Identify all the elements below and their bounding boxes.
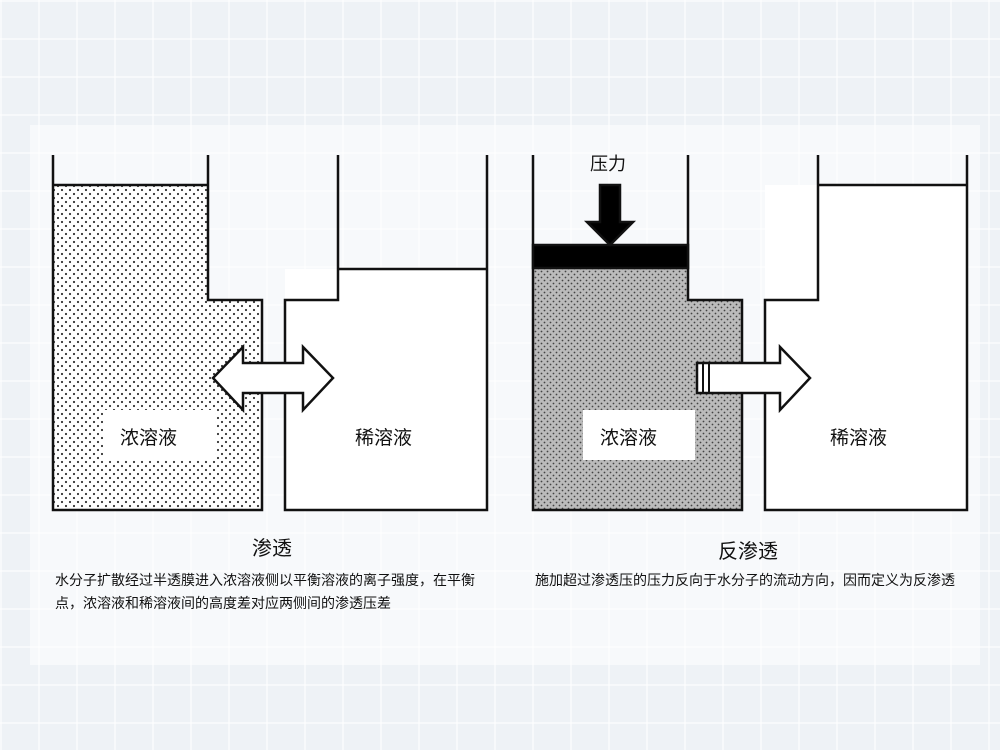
concentrated-label: 浓溶液 <box>120 427 178 449</box>
pressure-label: 压力 <box>590 154 626 175</box>
reverse-osmosis-caption: 施加超过渗透压的压力反向于水分子的流动方向，因而定义为反渗透 <box>535 573 955 589</box>
double-arrow-icon <box>211 343 335 414</box>
osmosis-diagram <box>51 155 489 512</box>
osmosis-caption: 水分子扩散经过半透膜进入浓溶液侧以平衡溶液的离子强度，在平衡点，浓溶液和稀溶液间… <box>55 573 475 612</box>
piston <box>531 243 690 270</box>
right-arrow-icon <box>695 343 812 414</box>
dilute-label: 稀溶液 <box>830 427 888 449</box>
pressure-arrow-icon <box>583 183 637 247</box>
reverse-osmosis-title: 反渗透 <box>718 539 778 563</box>
osmosis-title: 渗透 <box>252 536 292 560</box>
dilute-label: 稀溶液 <box>355 427 413 449</box>
concentrated-solution <box>53 185 262 510</box>
concentrated-label: 浓溶液 <box>600 427 658 449</box>
reverse-osmosis-diagram <box>531 155 969 512</box>
